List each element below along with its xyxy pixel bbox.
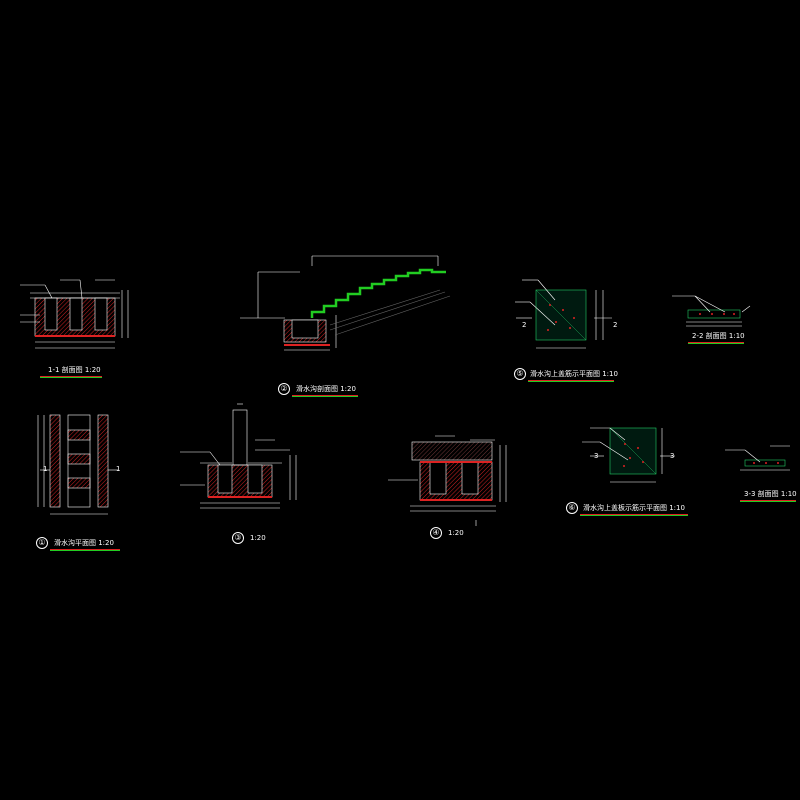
title-underline [292,395,358,397]
marker-3: ③ [232,532,244,544]
section-2-2-drawing [672,295,751,327]
section-mark-2-left: 2 [522,321,527,329]
section-mark-3-left: 3 [594,452,599,460]
title-drainage-plan: 滑水沟平面图 1:20 [54,539,114,547]
title-underline [528,380,614,382]
title-section-3-scale: 1:20 [250,534,266,542]
title-underline [740,500,796,502]
marker-5: ⑤ [514,368,526,380]
section-4-drawing [388,435,507,526]
title-section-2-2: 2-2 剖面图 1:10 [692,332,745,340]
title-underline [688,342,744,344]
title-section-4-scale: 1:20 [448,529,464,537]
stairs-profile [310,268,446,318]
title-section-1-1: 1-1 剖面图 1:20 [48,366,101,374]
section-1-1-drawing [20,279,129,349]
title-underline [40,376,102,378]
section-mark-2-right: 2 [613,321,618,329]
rebar-dots-2-2 [699,313,735,315]
cover-plate-plan-5 [515,279,612,349]
title-underline [50,549,120,551]
section-mark-1-left: 1 [43,465,48,473]
marker-4: ④ [430,527,442,539]
title-plate-plan-5: 滑水沟上盖筋示平面图 1:10 [530,370,618,378]
title-section-3-3: 3-3 剖面图 1:10 [744,490,797,498]
section-mark-1-right: 1 [116,465,121,473]
cover-plate-plan-6 [582,427,675,483]
title-drainage-section: 滑水沟剖面图 1:20 [296,385,356,393]
marker-2: ② [278,383,290,395]
rebar-dots-6 [623,443,644,467]
marker-1: ① [36,537,48,549]
drainage-plan-1 [37,414,118,515]
section-mark-3-right: 3 [670,452,675,460]
rebar-dots-5 [547,304,575,331]
rebar-dots-3-3 [753,462,779,464]
section-3-3-drawing [725,445,790,471]
title-plate-plan-6: 滑水沟上盖板示筋示平面图 1:10 [583,504,685,512]
drainage-section-drawing [240,255,451,351]
title-underline [580,514,688,516]
section-3-drawing [180,403,297,509]
marker-6: ⑥ [566,502,578,514]
